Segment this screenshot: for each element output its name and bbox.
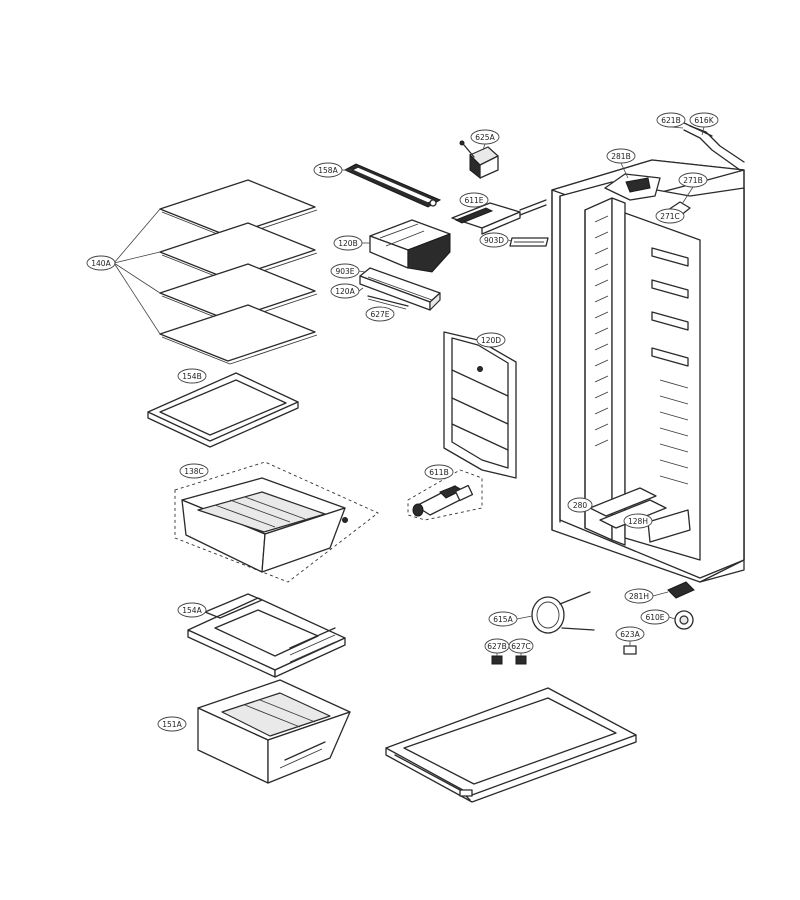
label-625a: 625A: [470, 129, 500, 145]
left-rails: [594, 215, 609, 447]
svg-text:610E: 610E: [645, 613, 664, 622]
label-128h: 128H: [623, 513, 653, 529]
label-140a: 140A: [86, 255, 116, 271]
light-bar-158a: [343, 163, 442, 208]
label-903e: 903E: [330, 263, 360, 279]
label-281h: 281H: [624, 588, 654, 604]
drawer-151a: [197, 679, 351, 784]
svg-text:615A: 615A: [493, 615, 513, 624]
label-120d: 120D: [476, 332, 506, 348]
svg-text:128H: 128H: [628, 517, 648, 526]
svg-text:151A: 151A: [162, 720, 182, 729]
svg-text:625A: 625A: [475, 133, 495, 142]
label-138c: 138C: [179, 463, 209, 479]
svg-text:280: 280: [573, 501, 588, 510]
svg-text:120B: 120B: [338, 239, 357, 248]
right-shelf-holders: [651, 247, 689, 485]
label-154a: 154A: [177, 602, 207, 618]
part-120a: [359, 267, 441, 311]
label-151a: 151A: [157, 716, 187, 732]
strip-903d: [509, 237, 549, 247]
refrigerator-cabinet: [551, 121, 745, 583]
shelf-frame-154b: [147, 372, 299, 448]
svg-text:621B: 621B: [661, 116, 680, 125]
svg-text:271C: 271C: [660, 212, 680, 221]
svg-text:158A: 158A: [318, 166, 338, 175]
label-621b: 621B: [656, 112, 686, 128]
label-120b: 120B: [333, 235, 363, 251]
label-154b: 154B: [177, 368, 207, 384]
svg-text:120A: 120A: [335, 287, 355, 296]
small-parts-bottom: [491, 581, 695, 665]
svg-text:903D: 903D: [484, 236, 504, 245]
svg-text:154B: 154B: [182, 372, 201, 381]
part-627e: [367, 295, 409, 310]
svg-text:281B: 281B: [611, 152, 630, 161]
label-611b: 611B: [424, 464, 454, 480]
label-623a: 623A: [615, 626, 645, 642]
housing-120b: [369, 219, 451, 273]
part-labels: 140A 154B 138C 154A 151A 158A 625A 611E …: [86, 112, 719, 732]
label-280: 280: [567, 497, 593, 513]
label-158a: 158A: [313, 162, 343, 178]
svg-text:627C: 627C: [511, 642, 531, 651]
label-611e: 611E: [459, 192, 489, 208]
label-610e: 610E: [640, 609, 670, 625]
glass-shelf: [159, 304, 318, 365]
part-611b: [407, 469, 483, 521]
label-627b: 627B: [484, 638, 510, 654]
svg-text:138C: 138C: [184, 467, 204, 476]
svg-text:611E: 611E: [464, 196, 483, 205]
svg-text:271B: 271B: [683, 176, 702, 185]
label-281b: 281B: [606, 148, 636, 164]
label-616k: 616K: [689, 112, 719, 128]
panel-120d: [443, 331, 517, 479]
label-120a: 120A: [330, 283, 360, 299]
svg-text:903E: 903E: [335, 267, 354, 276]
glass-shelf-stack: [113, 179, 318, 365]
svg-text:120D: 120D: [481, 336, 501, 345]
svg-text:140A: 140A: [91, 259, 111, 268]
label-271c: 271C: [655, 208, 685, 224]
svg-text:611B: 611B: [429, 468, 448, 477]
label-271b: 271B: [678, 172, 708, 188]
svg-text:616K: 616K: [694, 116, 714, 125]
svg-text:154A: 154A: [182, 606, 202, 615]
bottom-tray: [385, 687, 637, 803]
tray-154a: [187, 593, 346, 678]
svg-text:281H: 281H: [629, 592, 649, 601]
module-625a: [459, 140, 499, 180]
svg-text:627E: 627E: [370, 310, 389, 319]
svg-text:627B: 627B: [487, 642, 506, 651]
label-627e: 627E: [365, 306, 395, 322]
crisper-drawer-138c: [174, 461, 379, 583]
label-627c: 627C: [508, 638, 534, 654]
hose-coil-615a: [531, 591, 595, 634]
label-903d: 903D: [479, 232, 509, 248]
label-615a: 615A: [488, 611, 518, 627]
part-611e: [451, 199, 547, 235]
svg-text:623A: 623A: [620, 630, 640, 639]
glass-shelf: [159, 222, 318, 283]
